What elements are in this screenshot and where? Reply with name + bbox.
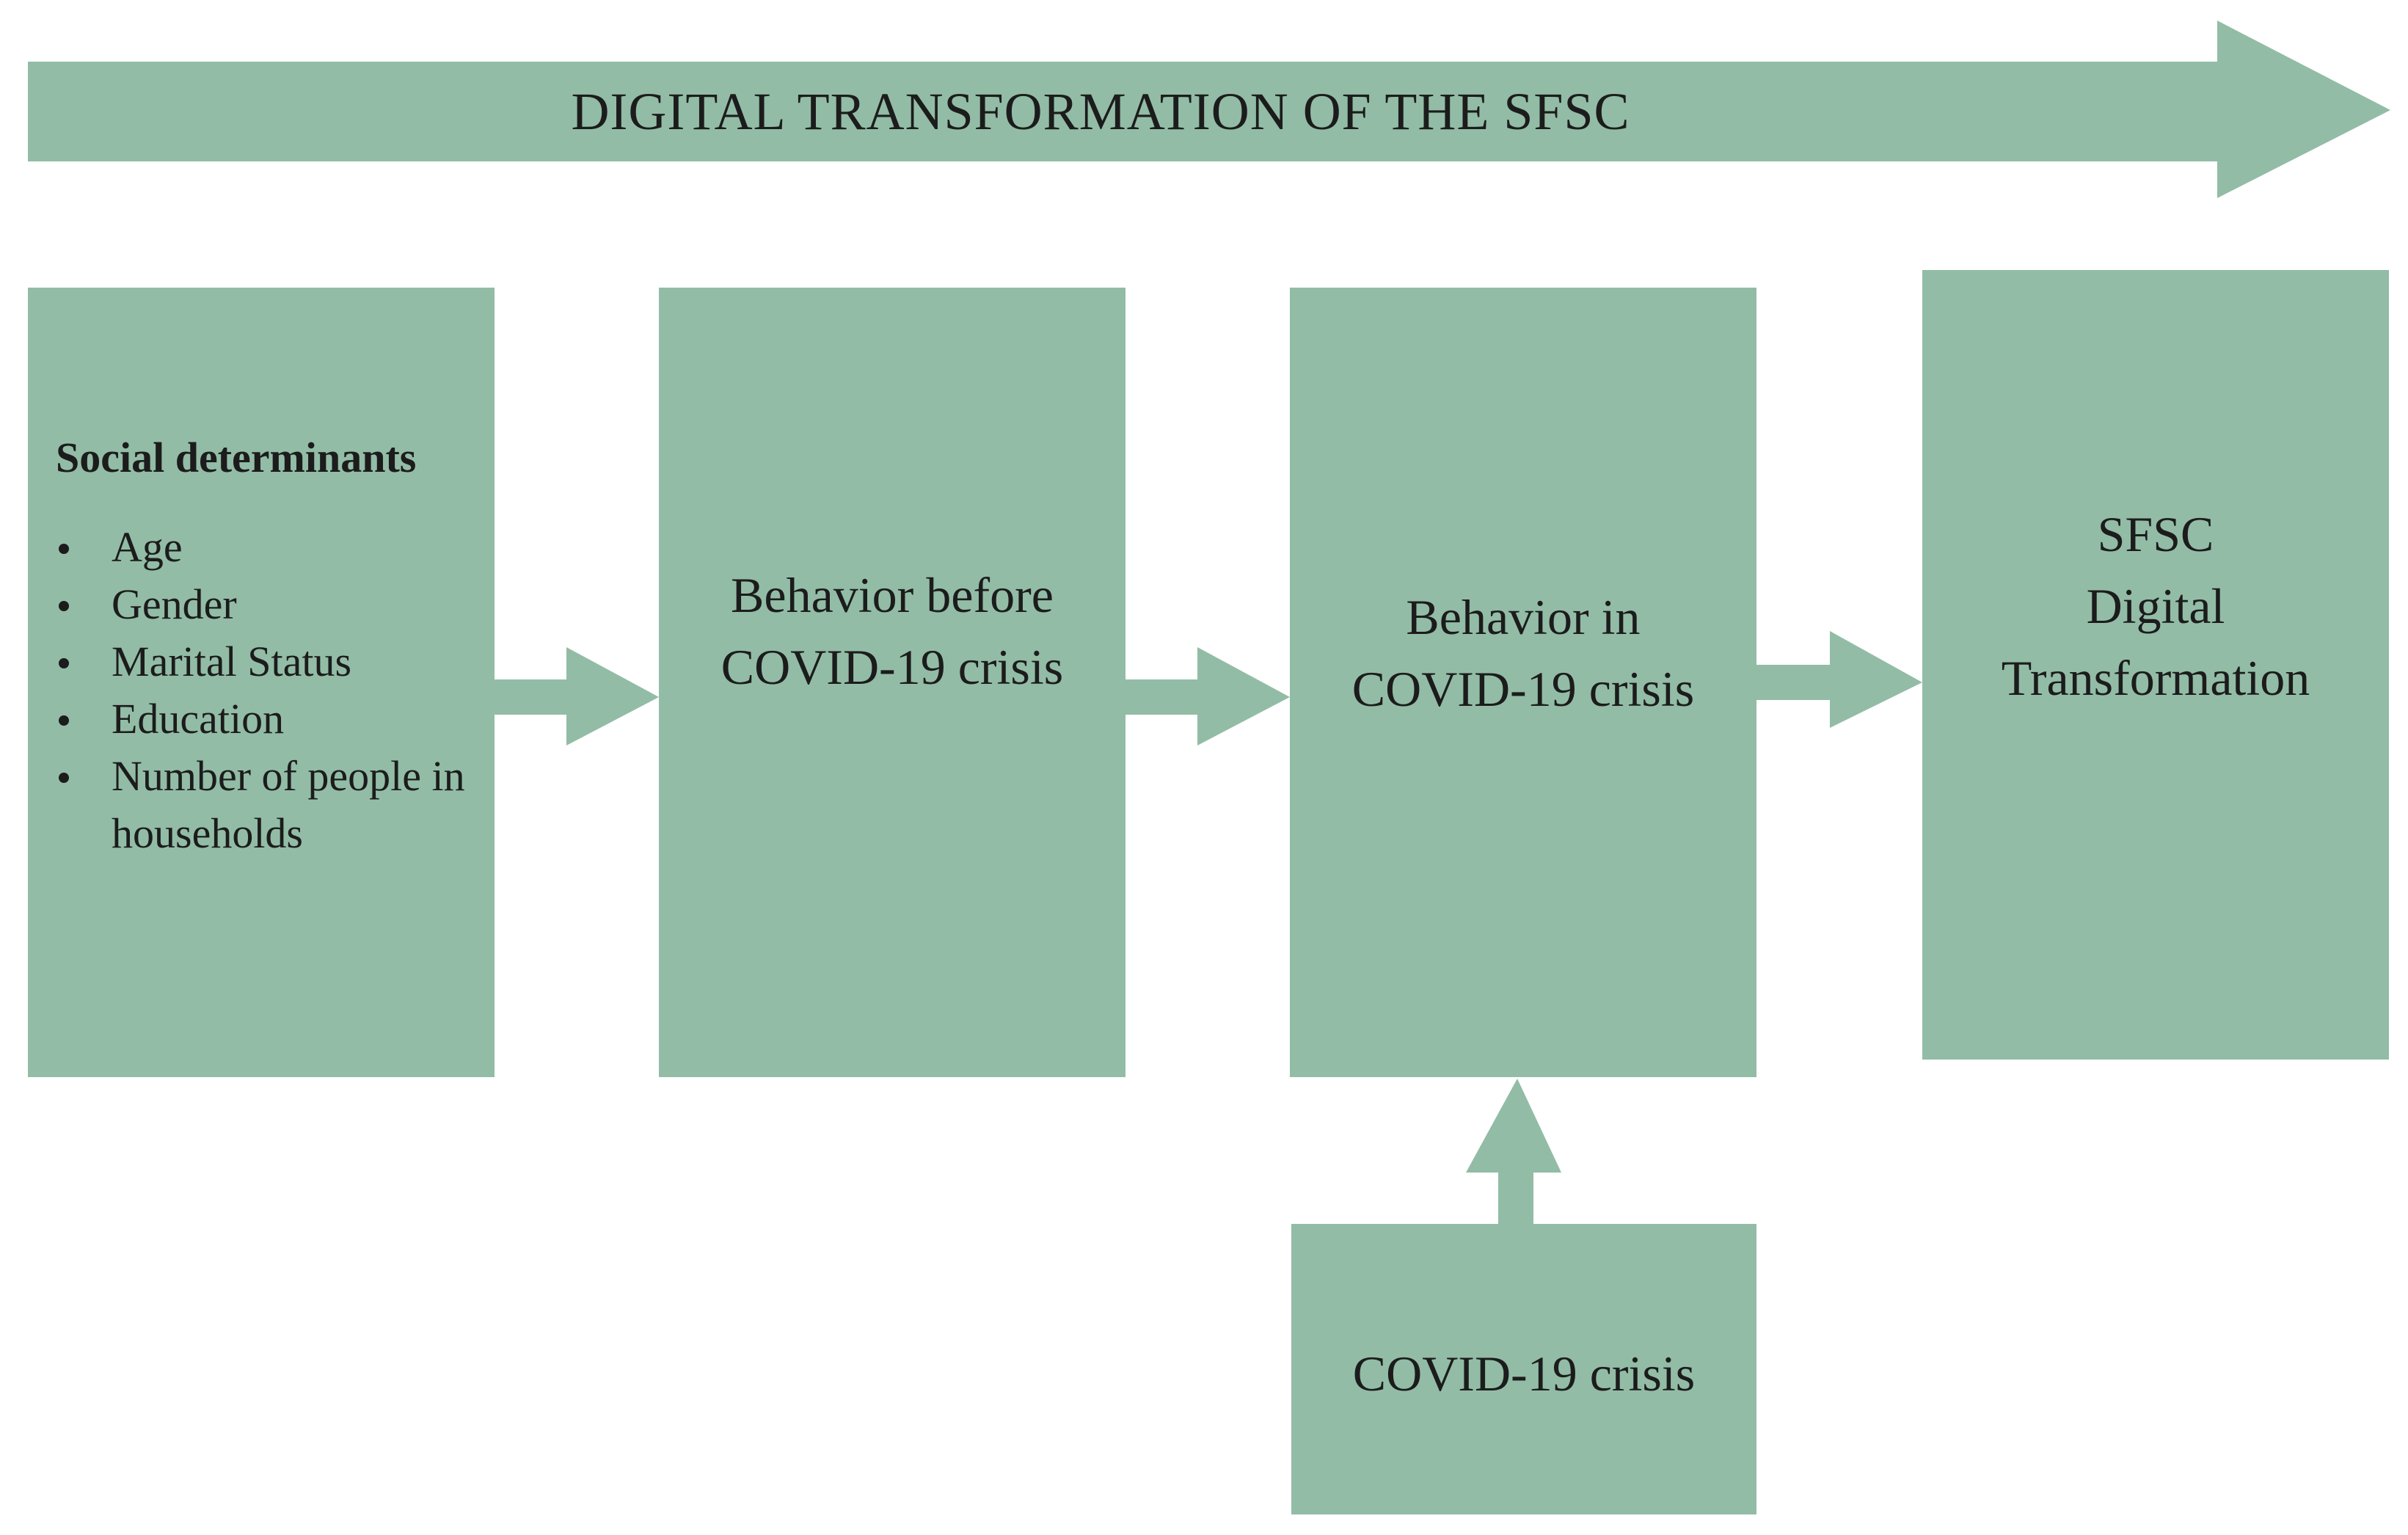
behavior-before-line-1: Behavior before [731, 567, 1054, 623]
social-determinants-list: Age Gender Marital Status Education Numb… [56, 519, 496, 862]
arrow-crisis-to-in [1466, 1079, 1561, 1224]
social-determinants-title: Social determinants [56, 434, 417, 481]
behavior-in-line-2: COVID-19 crisis [1351, 661, 1695, 717]
list-item: Education [56, 690, 496, 748]
outcome-line-3: Transformation [2001, 650, 2310, 706]
list-item: Age [56, 519, 496, 576]
list-item: Marital Status [56, 633, 496, 690]
arrow-before-to-in [1125, 647, 1290, 745]
banner-arrow [28, 21, 2390, 198]
behavior-before-box [659, 288, 1125, 1077]
banner-title: DIGITAL TRANSFORMATION OF THE SFSC [571, 81, 1630, 141]
covid-crisis-box [1291, 1224, 1756, 1514]
arrow-determinants-to-before [495, 647, 659, 745]
behavior-in-label: Behavior in COVID-19 crisis [1290, 288, 1756, 1077]
social-determinants-box [28, 288, 495, 1077]
outcome-line-1: SFSC [2097, 506, 2214, 562]
behavior-before-line-2: COVID-19 crisis [720, 639, 1064, 695]
sfsc-digital-transformation-box [1922, 270, 2389, 1060]
behavior-in-box [1290, 288, 1756, 1077]
covid-crisis-line-1: COVID-19 crisis [1352, 1346, 1696, 1401]
list-item: Gender [56, 576, 496, 633]
outcome-line-2: Digital [2086, 578, 2225, 634]
behavior-in-line-1: Behavior in [1406, 589, 1641, 645]
list-item: Number of people in households [56, 748, 496, 862]
behavior-before-label: Behavior before COVID-19 crisis [659, 288, 1125, 1077]
covid-crisis-label: COVID-19 crisis [1291, 1224, 1756, 1514]
sfsc-digital-transformation-label: SFSC Digital Transformation [1922, 270, 2389, 1060]
arrow-in-to-transformation [1756, 631, 1922, 728]
social-determinants: Social determinants Age Gender Marital S… [56, 433, 496, 862]
